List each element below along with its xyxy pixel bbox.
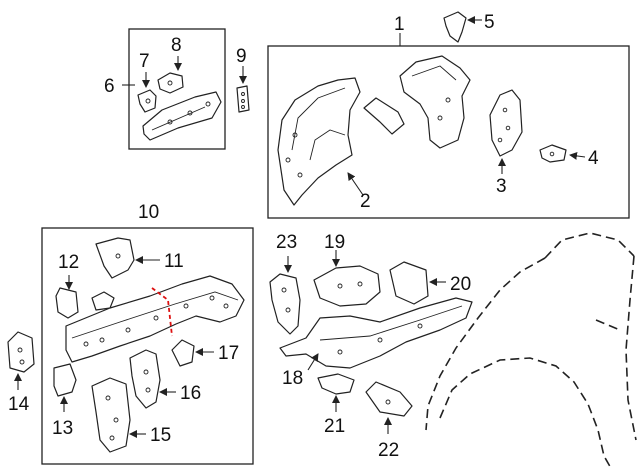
part-3-reinforcement — [489, 89, 523, 157]
part-13-bracket — [53, 363, 77, 397]
callout-1: 1 — [394, 14, 405, 35]
part-1-small-bracket — [363, 97, 405, 135]
part-12-bracket — [55, 287, 79, 319]
part-6-rail-extension — [142, 91, 222, 141]
callout-14: 14 — [8, 394, 30, 415]
part-1-upper-panel — [399, 55, 471, 149]
part-8-bracket — [157, 72, 184, 94]
callout-11: 11 — [164, 251, 184, 272]
part-23-bracket — [269, 273, 301, 335]
part-15-pillar — [91, 377, 131, 453]
group-box-6 — [128, 28, 226, 150]
part-5-bracket — [443, 11, 467, 43]
part-9-plate — [236, 85, 250, 113]
cut-line-indicator — [151, 287, 173, 337]
part-11-bracket — [95, 237, 135, 279]
group-box-1 — [267, 45, 630, 219]
callout-22: 22 — [378, 440, 399, 461]
callout-17: 17 — [218, 343, 239, 364]
part-18-frame-rail — [279, 297, 473, 369]
callout-8: 8 — [171, 35, 182, 56]
part-2-wheelhouse — [277, 77, 361, 206]
callout-7: 7 — [139, 51, 150, 72]
callout-20: 20 — [450, 274, 471, 295]
part-10-frame-rail — [65, 275, 245, 363]
callout-21: 21 — [324, 416, 345, 437]
callout-2: 2 — [360, 191, 371, 212]
callout-5: 5 — [484, 12, 495, 33]
callout-23: 23 — [276, 232, 297, 253]
part-21-bracket — [317, 373, 355, 395]
callout-6: 6 — [104, 76, 115, 97]
part-4-clip — [539, 144, 567, 163]
callout-12: 12 — [58, 252, 79, 273]
callout-16: 16 — [180, 383, 201, 404]
part-20-bracket — [389, 261, 429, 305]
part-17-bracket — [171, 339, 195, 367]
callout-13: 13 — [52, 418, 73, 439]
callout-10: 10 — [138, 202, 159, 223]
fender-outline — [425, 232, 637, 471]
part-19-mount — [313, 265, 381, 307]
group-box-10 — [41, 227, 254, 465]
callout-15: 15 — [150, 425, 171, 446]
callout-4: 4 — [588, 148, 599, 169]
part-16-pillar — [129, 349, 161, 409]
part-14-bracket — [7, 331, 35, 373]
callout-3: 3 — [496, 176, 507, 197]
callout-19: 19 — [324, 232, 345, 253]
callout-18: 18 — [282, 368, 303, 389]
part-small-gusset — [91, 291, 115, 311]
part-7-bracket — [137, 89, 157, 113]
callout-9: 9 — [236, 46, 247, 67]
part-22-bracket — [365, 381, 413, 417]
